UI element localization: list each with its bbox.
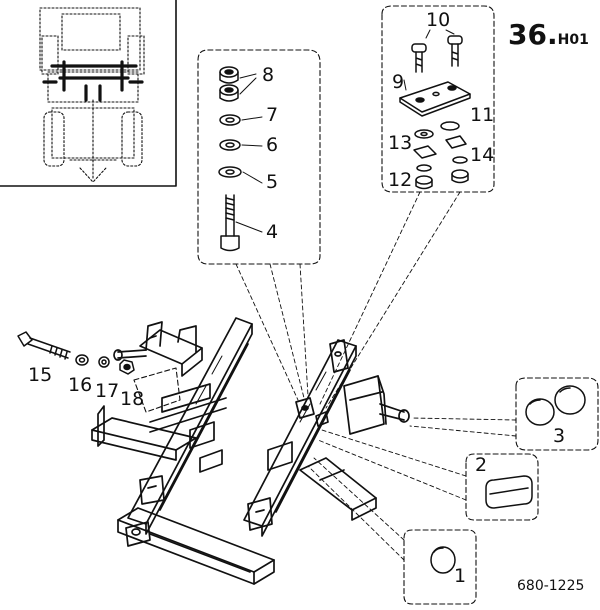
washer-11 (440, 121, 460, 131)
callout-16: 16 (68, 374, 93, 396)
callout-9: 9 (392, 71, 405, 93)
pad-box (465, 453, 539, 521)
washer-17 (98, 356, 110, 368)
locknut-lower (219, 84, 239, 102)
callout-1: 1 (454, 565, 467, 587)
nuts-12 (415, 169, 469, 190)
bolt-4 (220, 194, 240, 252)
cap-single-1 (430, 546, 456, 574)
callout-5: 5 (266, 171, 279, 193)
callout-18: 18 (120, 388, 145, 410)
subframe-assembly (91, 317, 410, 585)
callout-14: 14 (470, 144, 495, 166)
page-code: 36.H01 (508, 18, 589, 51)
callout-4: 4 (266, 221, 279, 243)
cap-pair-3 (525, 385, 586, 426)
callout-13: 13 (388, 132, 413, 154)
callout-8: 8 (262, 64, 275, 86)
bolt-15 (17, 331, 71, 360)
callout-7: 7 (266, 104, 279, 126)
callout-11: 11 (470, 104, 495, 126)
plate-9 (399, 81, 471, 117)
page-suffix: H01 (557, 32, 589, 48)
callout-10: 10 (426, 9, 451, 31)
page-number: 36. (508, 18, 558, 51)
plate-kit-box (381, 5, 495, 193)
washer-6 (219, 139, 241, 151)
fastener-parts (17, 331, 135, 375)
plate-kit-parts (399, 29, 471, 190)
callout-2: 2 (475, 454, 488, 476)
callout-3: 3 (553, 425, 566, 447)
callout-15: 15 (28, 364, 53, 386)
callout-17: 17 (95, 380, 120, 402)
washer-7 (219, 114, 241, 126)
cap-single-box (403, 529, 477, 605)
bolt-stack-parts (218, 66, 263, 252)
nut-18 (119, 359, 135, 375)
bolts-10 (411, 35, 463, 73)
washer-5 (218, 166, 242, 178)
washer-16 (75, 354, 89, 366)
locator-inset (0, 0, 177, 187)
washer-14 (452, 156, 468, 164)
drawing-number: 680-1225 (517, 578, 585, 594)
fastener-box (133, 367, 181, 413)
bolt-stack-box (197, 49, 321, 265)
cap-pair-box (515, 377, 599, 451)
pad-2 (485, 475, 533, 509)
locknut-upper (219, 66, 239, 84)
callout-boxes (133, 5, 599, 605)
callout-6: 6 (266, 134, 279, 156)
callout-12: 12 (388, 169, 413, 191)
square-washer-13 (413, 145, 437, 159)
